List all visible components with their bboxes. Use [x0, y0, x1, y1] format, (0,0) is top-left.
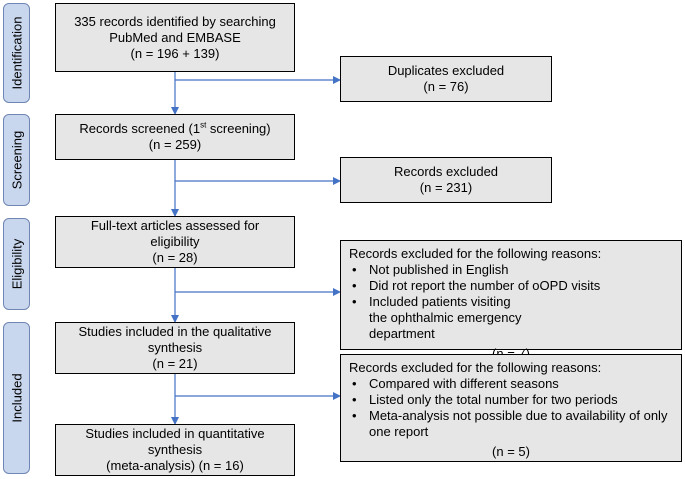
quantitative-line1: Studies included in quantitative	[85, 426, 265, 441]
fulltext-line1: Full-text articles assessed for	[90, 218, 260, 233]
box-duplicates-excluded: Duplicates excluded (n = 76)	[340, 56, 552, 102]
excluded-reasons-2-count: (n = 5)	[492, 444, 530, 459]
quantitative-line2: synthesis	[147, 442, 203, 457]
quantitative-line3: (meta-analysis) (n = 16)	[106, 458, 244, 473]
qualitative-line3: (n = 21)	[152, 356, 198, 371]
list-item: Did rot report the number of oOPD visits	[349, 278, 673, 294]
list-item: Not published in English	[349, 262, 673, 278]
excluded-reasons-2-heading: Records excluded for the following reaso…	[349, 360, 602, 375]
phase-included: Included	[3, 322, 30, 474]
box-fulltext-assessed: Full-text articles assessed for eligibil…	[55, 216, 295, 268]
qualitative-line1: Studies included in the qualitative	[78, 324, 272, 339]
box-records-excluded: Records excluded (n = 231)	[340, 157, 552, 203]
qualitative-line2: synthesis	[147, 340, 203, 355]
box-quantitative-synthesis: Studies included in quantitative synthes…	[55, 424, 295, 476]
identified-line3: (n = 196 + 139)	[130, 45, 220, 61]
screened-line1: Records screened (1st screening)	[79, 120, 271, 136]
duplicates-line1: Duplicates excluded	[387, 63, 505, 78]
records-excluded-line2: (n = 231)	[419, 180, 473, 195]
identified-line2: PubMed and EMBASE	[109, 29, 241, 45]
identified-line1: 335 records identified by searching	[74, 13, 276, 29]
list-item: Compared with different seasons	[349, 376, 673, 392]
phase-screening: Screening	[3, 114, 30, 206]
phase-identification: Identification	[3, 3, 30, 103]
box-records-identified: 335 records identified by searching PubM…	[55, 3, 295, 72]
fulltext-line2: eligibility	[150, 234, 200, 249]
box-qualitative-synthesis: Studies included in the qualitative synt…	[55, 322, 295, 374]
excluded-reasons-1-list: Not published in English Did rot report …	[349, 262, 673, 342]
records-excluded-line1: Records excluded	[393, 164, 499, 179]
excluded-reasons-2-list: Compared with different seasons Listed o…	[349, 376, 673, 440]
list-item: Listed only the total number for two per…	[349, 392, 673, 408]
fulltext-line3: (n = 28)	[152, 250, 198, 265]
box-records-screened: Records screened (1st screening) (n = 25…	[55, 114, 295, 160]
screened-line2: (n = 259)	[148, 137, 202, 152]
excluded-reasons-1-heading: Records excluded for the following reaso…	[349, 246, 602, 261]
list-item: Meta-analysis not possible due to availa…	[349, 408, 673, 440]
duplicates-line2: (n = 76)	[423, 79, 469, 94]
phase-eligibility: Eligibility	[3, 218, 30, 310]
box-excluded-reasons-2: Records excluded for the following reaso…	[340, 354, 682, 462]
list-item: Included patients visiting the ophthalmi…	[349, 294, 673, 342]
box-excluded-reasons-1: Records excluded for the following reaso…	[340, 240, 682, 361]
